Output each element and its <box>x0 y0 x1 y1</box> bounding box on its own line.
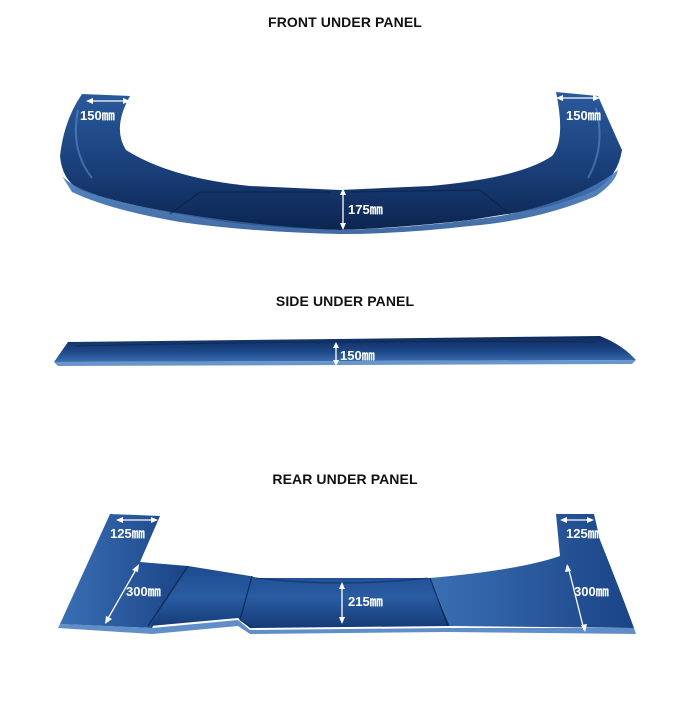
rear-dim-top-right-label: 125㎜ <box>566 526 601 541</box>
front-dim-center-arrow <box>340 188 346 230</box>
rear-panel-left-wing <box>60 514 188 628</box>
rear-panel-title: REAR UNDER PANEL <box>272 471 418 487</box>
rear-dim-center-label: 215㎜ <box>348 594 383 609</box>
front-dim-center-label: 175㎜ <box>348 202 383 217</box>
rear-panel-body <box>150 566 450 628</box>
rear-dim-left-height-label: 300㎜ <box>126 584 161 599</box>
front-panel-lip <box>62 170 618 234</box>
front-dim-left-label: 150㎜ <box>80 108 115 123</box>
rear-dim-top-left-label: 125㎜ <box>110 526 145 541</box>
side-panel-body <box>54 336 636 362</box>
rear-dim-right-height-arrow <box>565 564 587 632</box>
rear-panel-right-wing <box>430 514 634 628</box>
side-dim-center-arrow <box>333 342 339 366</box>
front-dim-right-arrow <box>556 95 600 101</box>
rear-dim-left-height-arrow <box>105 564 139 624</box>
front-dim-right-label: 150㎜ <box>566 108 601 123</box>
front-panel-body <box>60 92 622 230</box>
rear-dim-right-height-label: 300㎜ <box>574 584 609 599</box>
rear-dim-center-arrow <box>339 582 345 624</box>
side-panel-title: SIDE UNDER PANEL <box>275 293 415 309</box>
front-dim-left-arrow <box>86 98 130 104</box>
rear-dim-top-right-arrow <box>560 517 594 523</box>
side-dim-center-label: 150㎜ <box>340 348 375 363</box>
front-panel-title: FRONT UNDER PANEL <box>268 14 422 30</box>
rear-dim-top-left-arrow <box>116 517 158 523</box>
